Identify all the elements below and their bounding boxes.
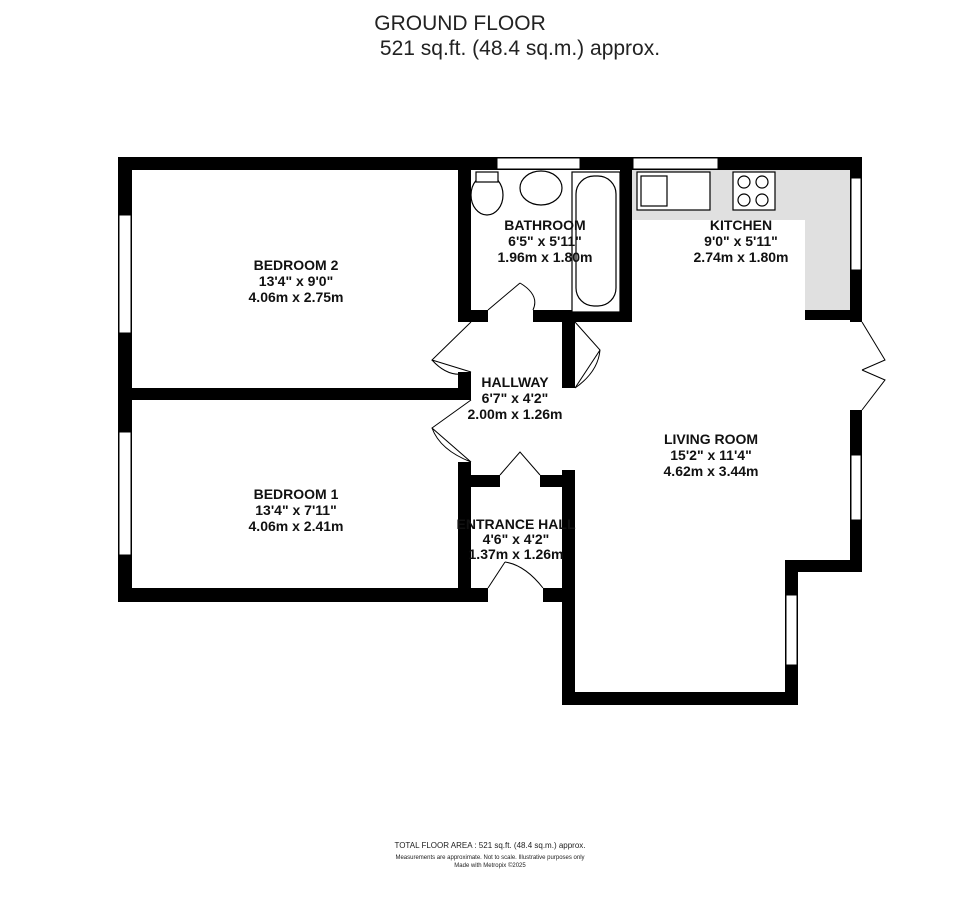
- svg-text:4.06m x 2.75m: 4.06m x 2.75m: [249, 289, 344, 305]
- svg-text:4.62m x 3.44m: 4.62m x 3.44m: [664, 463, 759, 479]
- svg-text:6'5" x 5'11": 6'5" x 5'11": [508, 233, 582, 249]
- svg-text:15'2" x 11'4": 15'2" x 11'4": [670, 447, 751, 463]
- windows: [118, 157, 862, 666]
- svg-text:2.74m x 1.80m: 2.74m x 1.80m: [694, 249, 789, 265]
- room-bathroom: BATHROOM 6'5" x 5'11" 1.96m x 1.80m: [498, 217, 593, 265]
- credit: Made with Metropix ©2025: [454, 863, 526, 869]
- svg-text:1.96m x 1.80m: 1.96m x 1.80m: [498, 249, 593, 265]
- doors: [431, 282, 886, 589]
- svg-text:KITCHEN: KITCHEN: [710, 217, 772, 233]
- svg-text:LIVING ROOM: LIVING ROOM: [664, 431, 758, 447]
- room-hallway: HALLWAY 6'7" x 4'2" 2.00m x 1.26m: [468, 374, 563, 422]
- svg-text:13'4" x 7'11": 13'4" x 7'11": [255, 502, 336, 518]
- room-living-room: LIVING ROOM 15'2" x 11'4" 4.62m x 3.44m: [664, 431, 759, 479]
- room-bedroom-1: BEDROOM 1 13'4" x 7'11" 4.06m x 2.41m: [249, 486, 344, 534]
- room-kitchen: KITCHEN 9'0" x 5'11" 2.74m x 1.80m: [694, 217, 789, 265]
- svg-text:BATHROOM: BATHROOM: [504, 217, 585, 233]
- svg-text:1.37m x 1.26m: 1.37m x 1.26m: [469, 546, 564, 562]
- bathroom-fixtures: [470, 170, 621, 313]
- room-entrance-hall: ENTRANCE HALL 4'6" x 4'2" 1.37m x 1.26m: [457, 516, 576, 562]
- svg-text:BEDROOM 1: BEDROOM 1: [254, 486, 339, 502]
- svg-text:9'0" x 5'11": 9'0" x 5'11": [704, 233, 778, 249]
- sink-icon: [519, 170, 563, 206]
- svg-text:4'6" x 4'2": 4'6" x 4'2": [483, 531, 550, 547]
- svg-text:13'4" x 9'0": 13'4" x 9'0": [259, 273, 333, 289]
- svg-text:6'7" x 4'2": 6'7" x 4'2": [482, 390, 549, 406]
- kitchen-fixtures: [636, 171, 776, 211]
- total-floor-area: TOTAL FLOOR AREA : 521 sq.ft. (48.4 sq.m…: [394, 841, 586, 850]
- svg-text:BEDROOM 2: BEDROOM 2: [254, 257, 339, 273]
- svg-text:2.00m x 1.26m: 2.00m x 1.26m: [468, 406, 563, 422]
- svg-text:4.06m x 2.41m: 4.06m x 2.41m: [249, 518, 344, 534]
- room-bedroom-2: BEDROOM 2 13'4" x 9'0" 4.06m x 2.75m: [249, 257, 344, 305]
- floor-title: GROUND FLOOR: [374, 12, 546, 35]
- svg-text:HALLWAY: HALLWAY: [481, 374, 549, 390]
- disclaimer: Measurements are approximate. Not to sca…: [395, 855, 585, 861]
- svg-text:ENTRANCE HALL: ENTRANCE HALL: [457, 516, 576, 532]
- floor-area: 521 sq.ft. (48.4 sq.m.) approx.: [379, 37, 661, 60]
